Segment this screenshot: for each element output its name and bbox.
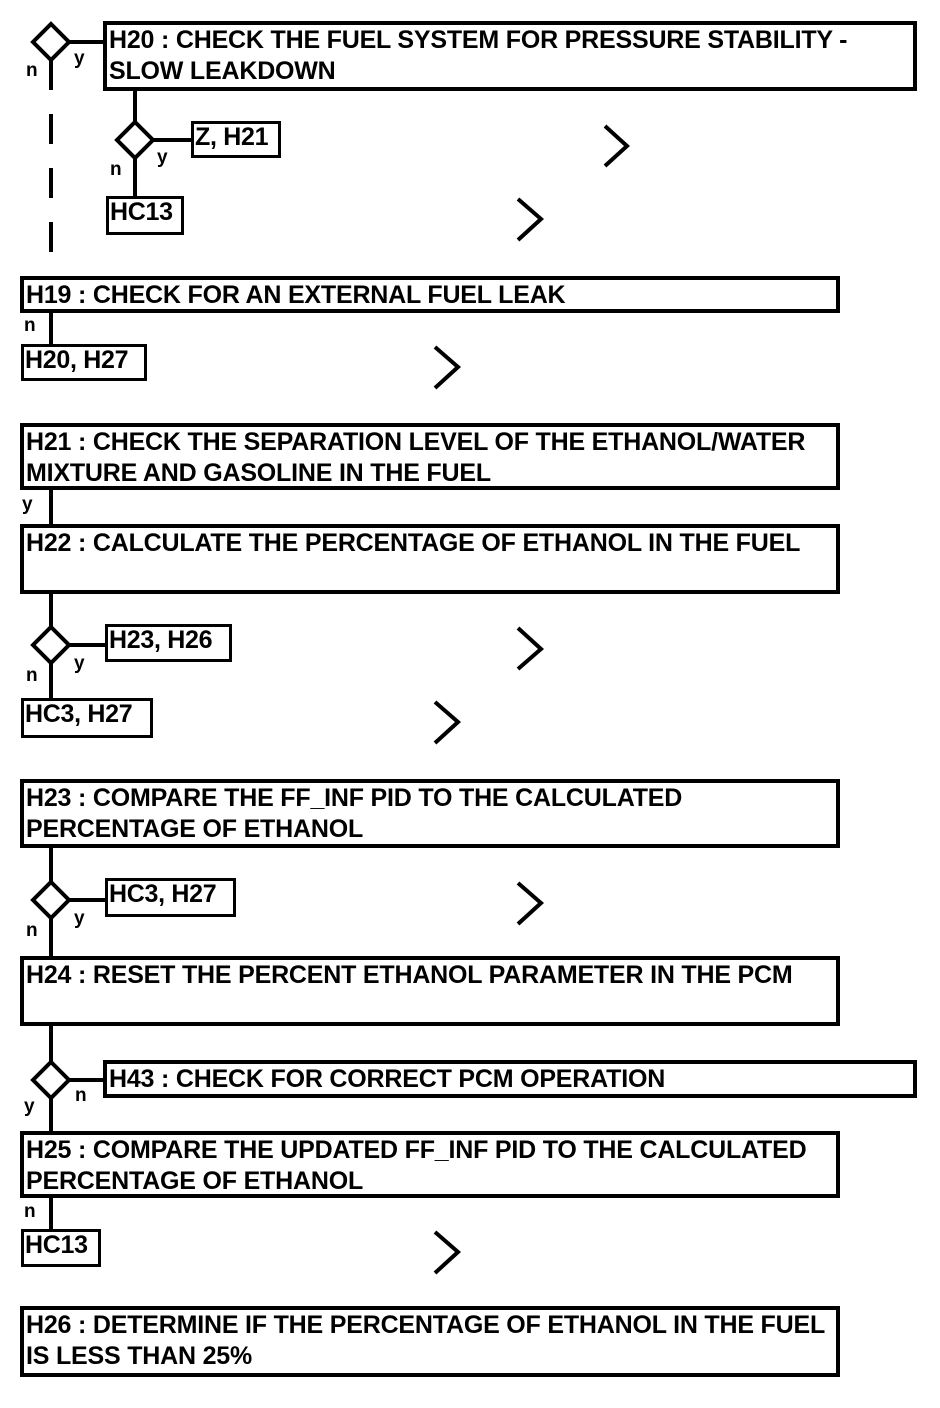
ref-h20-h27: H20, H27 [21,344,147,381]
step-h21-box: H21 : CHECK THE SEPARATION LEVEL OF THE … [20,423,840,490]
decision-diamond-4 [30,879,72,921]
chevron-icon [433,700,462,745]
chevron-icon [433,1230,462,1275]
chevron-icon [516,197,545,242]
yes-label: y [74,908,85,929]
yes-label: y [22,494,33,515]
step-h43-box: H43 : CHECK FOR CORRECT PCM OPERATION [103,1060,917,1098]
yes-label: y [74,48,85,69]
step-h19-text: H19 : CHECK FOR AN EXTERNAL FUEL LEAK [26,281,566,309]
no-label: n [26,665,38,686]
ref-hc13-text: HC13 [25,1231,88,1259]
ref-hc13-text: HC13 [110,198,173,226]
step-h26-text: H26 : DETERMINE IF THE PERCENTAGE OF ETH… [26,1311,832,1370]
ref-hc3-h27: HC3, H27 [21,698,153,738]
step-h20-text: H20 : CHECK THE FUEL SYSTEM FOR PRESSURE… [109,26,855,85]
ref-hc13: HC13 [106,196,184,235]
step-h43-text: H43 : CHECK FOR CORRECT PCM OPERATION [109,1065,666,1093]
step-h24-box: H24 : RESET THE PERCENT ETHANOL PARAMETE… [20,956,840,1026]
no-label: n [26,60,38,81]
no-label: n [110,159,122,180]
decision-diamond-2 [114,119,156,161]
ref-hc3-h27: HC3, H27 [105,878,236,917]
step-h24-text: H24 : RESET THE PERCENT ETHANOL PARAMETE… [26,961,793,989]
ref-h20-h27-text: H20, H27 [25,346,129,374]
yes-label: y [24,1096,35,1117]
ref-z-h21-text: Z, H21 [195,123,269,151]
chevron-icon [433,345,462,390]
ref-hc13: HC13 [21,1229,101,1267]
decision-diamond-5 [30,1059,72,1101]
no-label: n [24,1201,36,1222]
step-h25-box: H25 : COMPARE THE UPDATED FF_INF PID TO … [20,1131,840,1198]
step-h21-text: H21 : CHECK THE SEPARATION LEVEL OF THE … [26,428,813,487]
ref-h23-h26-text: H23, H26 [109,626,213,654]
chevron-icon [516,881,545,926]
ref-z-h21: Z, H21 [191,121,281,158]
chevron-icon [516,626,545,671]
decision-diamond-1 [30,21,72,63]
ref-hc3-h27-text: HC3, H27 [109,880,217,908]
no-label: n [26,920,38,941]
no-label: n [75,1085,87,1106]
step-h22-text: H22 : CALCULATE THE PERCENTAGE OF ETHANO… [26,529,801,557]
step-h25-text: H25 : COMPARE THE UPDATED FF_INF PID TO … [26,1136,814,1195]
step-h20-box: H20 : CHECK THE FUEL SYSTEM FOR PRESSURE… [103,21,917,91]
step-h23-text: H23 : COMPARE THE FF_INF PID TO THE CALC… [26,784,689,843]
step-h26-box: H26 : DETERMINE IF THE PERCENTAGE OF ETH… [20,1306,840,1377]
ref-h23-h26: H23, H26 [105,624,232,662]
step-h23-box: H23 : COMPARE THE FF_INF PID TO THE CALC… [20,779,840,848]
yes-label: y [157,147,168,168]
ref-hc3-h27-text: HC3, H27 [25,700,133,728]
chevron-icon [603,124,630,168]
step-h19-box: H19 : CHECK FOR AN EXTERNAL FUEL LEAK [20,276,840,313]
no-label: n [24,315,36,336]
yes-label: y [74,653,85,674]
decision-diamond-3 [30,624,72,666]
step-h22-box: H22 : CALCULATE THE PERCENTAGE OF ETHANO… [20,524,840,594]
